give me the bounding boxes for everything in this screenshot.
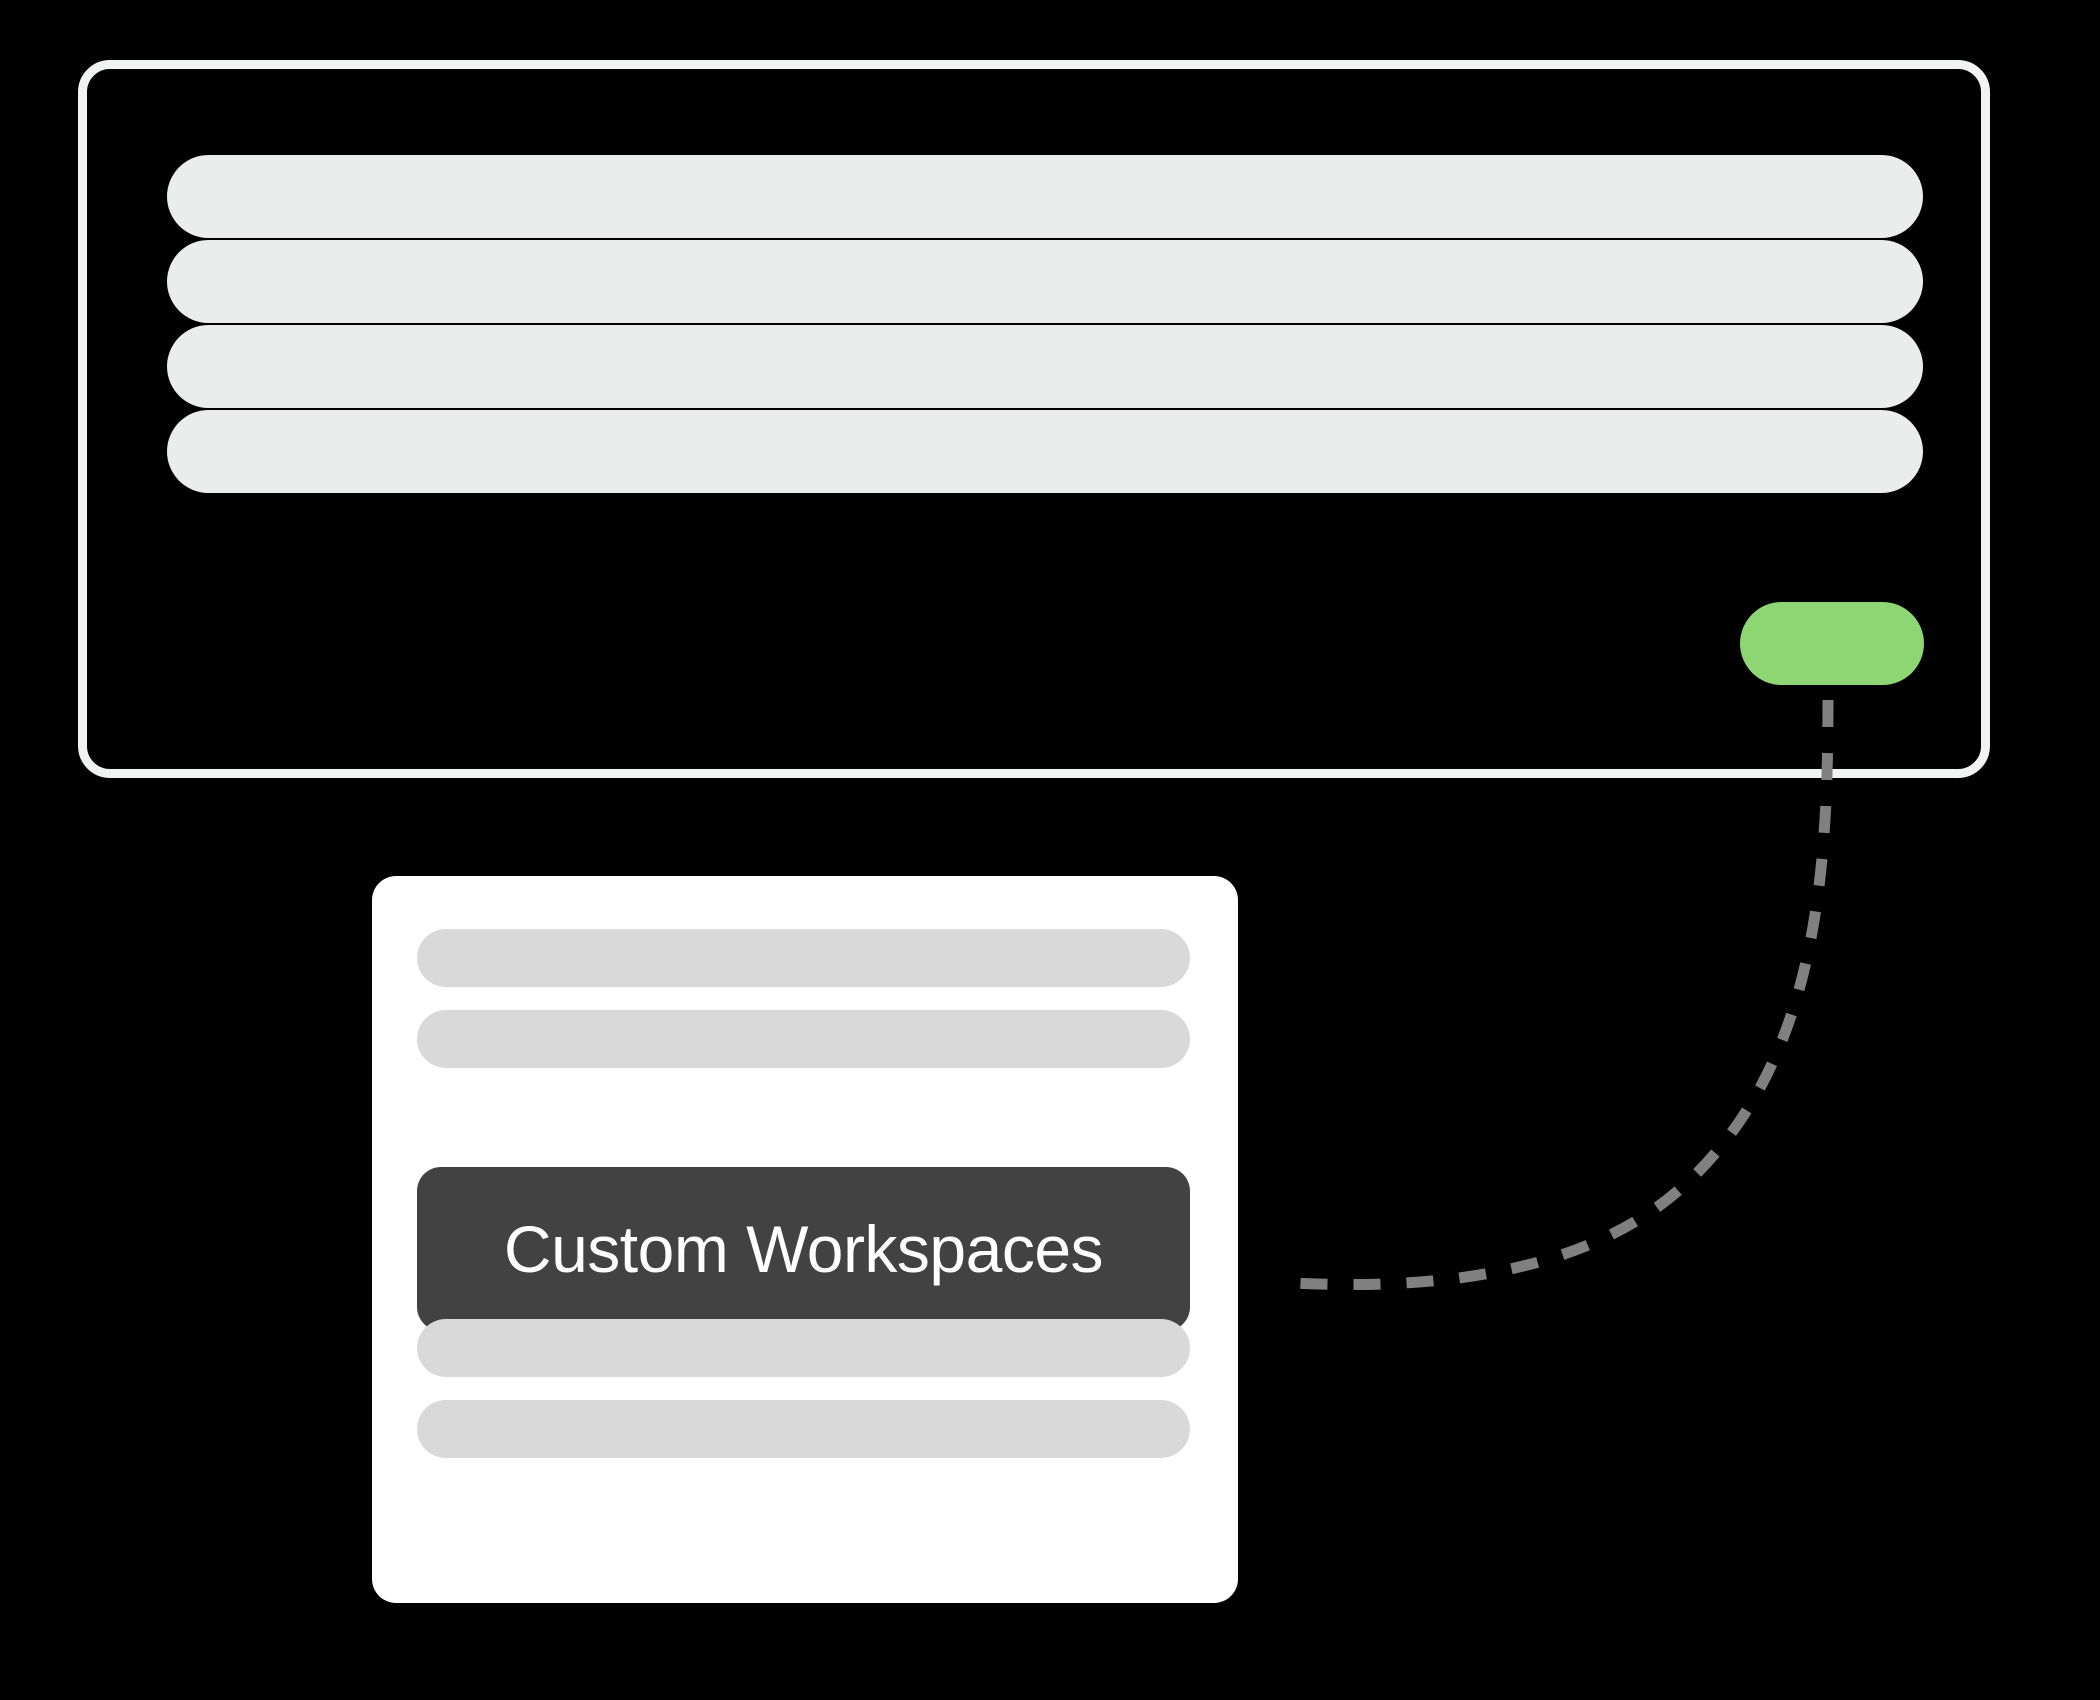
panel-placeholder-row — [167, 325, 1923, 408]
card-placeholder-row — [417, 929, 1190, 987]
card-placeholder-row — [417, 1010, 1190, 1068]
publish-pill-button[interactable] — [1740, 602, 1924, 685]
panel-placeholder-row — [167, 155, 1923, 238]
custom-workspaces-label: Custom Workspaces — [503, 1212, 1104, 1286]
custom-workspaces-button[interactable]: Custom Workspaces — [417, 1167, 1190, 1331]
card-placeholder-row — [417, 1319, 1190, 1377]
panel-placeholder-row — [167, 240, 1923, 323]
card-placeholder-row — [417, 1400, 1190, 1458]
panel-placeholder-row — [167, 410, 1923, 493]
dashed-connector-path — [1291, 699, 1834, 1291]
toolbar-panel — [78, 60, 1990, 778]
popover-card: Custom Workspaces — [372, 876, 1238, 1603]
